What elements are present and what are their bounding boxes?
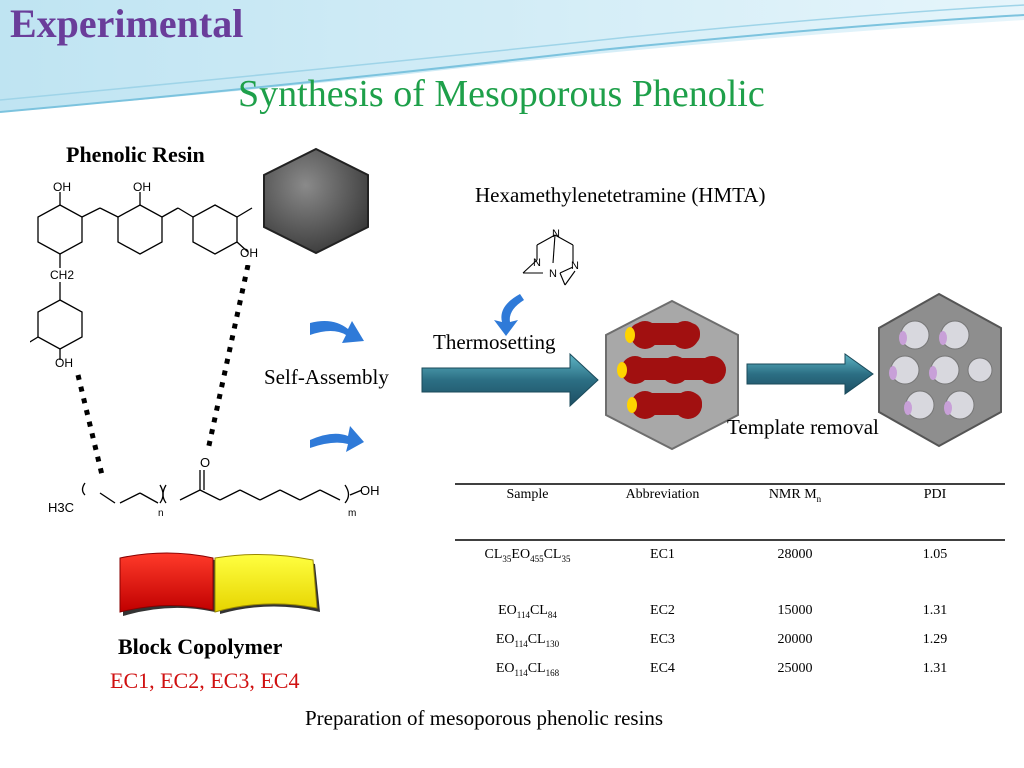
block-copolymer-structure: [81, 470, 363, 504]
oh-label-2: OH: [133, 180, 151, 194]
block-copolymer-label: Block Copolymer: [118, 634, 283, 659]
hmta-n-atom: N: [571, 260, 579, 272]
hmta-n-atom: N: [552, 228, 560, 240]
pdi-cell: 1.31: [922, 603, 948, 618]
header-pdi: PDI: [923, 487, 947, 502]
hmta-curved-arrow-icon: [494, 294, 524, 336]
phenolic-resin-label: Phenolic Resin: [66, 142, 205, 167]
hmta-label: Hexamethylenetetramine (HMTA): [475, 183, 766, 207]
interaction-dotted-lines: [75, 265, 251, 476]
hmta-n-atom: N: [533, 257, 541, 269]
sample-cell: CL35EO455CL35: [484, 547, 571, 564]
sample-cell: EO114CL130: [495, 632, 560, 649]
phenolic-hexagon-icon: [263, 147, 369, 255]
composite-structure-icon: [605, 299, 739, 451]
hmta-n-atom: N: [549, 268, 557, 280]
phenolic-resin-structure: [30, 192, 253, 360]
pdi-cell: 1.05: [922, 547, 948, 562]
pdi-cell: 1.31: [922, 661, 948, 676]
sample-table: Sample Abbreviation NMR Mn PDI CL35EO455…: [455, 487, 1005, 690]
template-removal-label: Template removal: [727, 415, 879, 439]
template-removal-arrow-icon: [746, 353, 874, 395]
header-sample: Sample: [506, 487, 549, 502]
slide-title: Experimental: [10, 1, 244, 46]
header-abbreviation: Abbreviation: [625, 487, 700, 502]
mn-cell: 20000: [777, 632, 813, 647]
table-row: CL35EO455CL35 EC1 28000 1.05: [455, 547, 1005, 603]
table-row: EO114CL84 EC2 15000 1.31: [455, 603, 1005, 632]
table-rules: [455, 483, 1005, 541]
abbr-cell: EC3: [650, 632, 675, 647]
abbr-cell: EC2: [650, 603, 675, 618]
abbr-cell: EC1: [650, 547, 675, 562]
ch2-label: CH2: [50, 268, 75, 282]
curved-arrow-icon: [310, 321, 364, 343]
table-row: EO114CL130 EC3 20000 1.29: [455, 632, 1005, 661]
header-nmr-mn: NMR Mn: [768, 487, 822, 504]
m-subscript: m: [348, 508, 357, 519]
carbonyl-o-label: O: [200, 455, 211, 470]
mn-cell: 28000: [777, 547, 813, 562]
mn-cell: 15000: [777, 603, 813, 618]
curved-arrow-icon: [310, 426, 364, 452]
thermosetting-label: Thermosetting: [433, 330, 556, 354]
h3c-label: H3C: [48, 500, 75, 515]
figure-caption: Preparation of mesoporous phenolic resin…: [305, 706, 664, 730]
oh-label-4: OH: [55, 356, 73, 370]
sample-cell: EO114CL168: [495, 661, 560, 678]
block-copolymer-graphic: [119, 552, 320, 616]
terminal-oh-label: OH: [360, 483, 380, 498]
mn-cell: 25000: [777, 661, 813, 676]
abbr-cell: EC4: [650, 661, 675, 676]
self-assembly-label: Self-Assembly: [264, 365, 389, 389]
pdi-cell: 1.29: [922, 632, 948, 647]
header-swoosh-decoration: [0, 0, 1024, 113]
n-subscript: n: [158, 508, 164, 519]
hmta-structure: N N N N: [522, 228, 579, 286]
oh-label-1: OH: [53, 180, 71, 194]
self-assembly-arrow-icon: [421, 352, 599, 408]
sample-cell: EO114CL84: [498, 603, 557, 620]
copolymer-list: EC1, EC2, EC3, EC4: [110, 668, 300, 693]
slide-subtitle: Synthesis of Mesoporous Phenolic: [238, 73, 765, 115]
mesoporous-structure-icon: [878, 292, 1002, 448]
table-row: EO114CL168 EC4 25000 1.31: [455, 661, 1005, 690]
oh-label-3: OH: [240, 246, 258, 260]
